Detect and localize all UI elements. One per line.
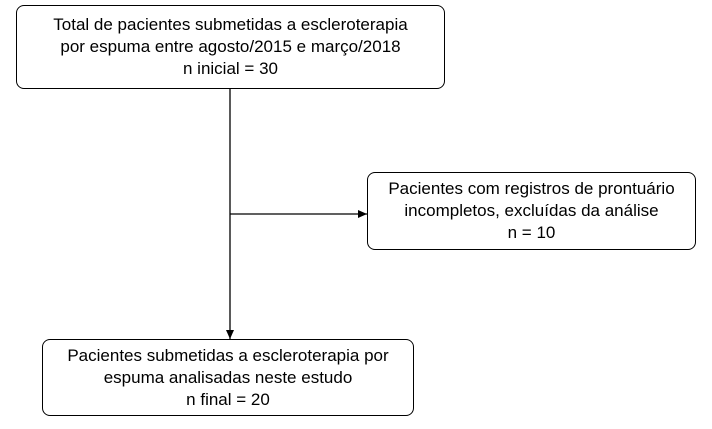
excluded-patients-count: n = 10 [507,223,556,242]
initial-patients-line-1: Total de pacientes submetidas a esclerot… [53,15,408,34]
final-patients-line-2: espuma analisadas neste estudo [103,367,353,387]
final-patients-line-1: Pacientes submetidas a escleroterapia po… [67,345,389,365]
final-patients-count: n final = 20 [186,389,270,409]
initial-patients-box: Total de pacientes submetidas a esclerot… [16,5,445,89]
excluded-patients-line-2: incompletos, excluídas da análise [404,201,659,220]
initial-patients-count: n inicial = 30 [183,59,278,78]
initial-patients-line-2: por espuma entre agosto/2015 e março/201… [60,37,401,56]
excluded-patients-line-1: Pacientes com registros de prontuário [388,179,675,198]
excluded-patients-box: Pacientes com registros de prontuário in… [367,172,696,250]
final-patients-box: Pacientes submetidas a escleroterapia po… [42,339,414,416]
